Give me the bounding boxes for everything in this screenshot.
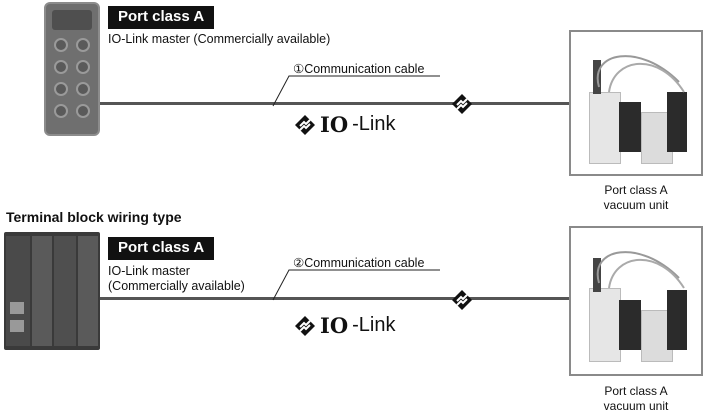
cable-label-leader-2 [272, 269, 440, 301]
logo-link-text: -Link [352, 314, 396, 336]
logo-io-text: IO [320, 112, 349, 137]
io-link-logo-icon [295, 315, 315, 336]
master-label: IO-Link master (Commercially available) [108, 32, 331, 46]
cable-label-leader [272, 75, 440, 107]
io-link-logo: IO-Link [294, 112, 395, 137]
logo-io-text: IO [320, 313, 349, 338]
io-link-master-block-device [44, 2, 100, 136]
io-link-master-terminal-device [4, 232, 100, 350]
unit-caption-line1: Port class A [604, 384, 668, 398]
master-label-line1: IO-Link master [108, 264, 190, 278]
logo-link-text: -Link [352, 113, 396, 135]
communication-cable-line-2 [100, 297, 570, 300]
io-link-connector-icon [452, 94, 472, 114]
unit-caption-2: Port class A vacuum unit [566, 384, 703, 414]
port-class-badge-2: Port class A [108, 237, 215, 260]
unit-caption-line2: vacuum unit [603, 399, 669, 413]
io-link-logo-icon [295, 114, 315, 135]
unit-caption-line2: vacuum unit [603, 198, 669, 212]
port-class-badge: Port class A [108, 6, 215, 29]
unit-caption-line1: Port class A [604, 183, 668, 197]
io-link-logo-2: IO-Link [294, 313, 395, 338]
unit-caption: Port class A vacuum unit [566, 183, 703, 213]
io-link-connector-icon [452, 290, 472, 310]
vacuum-unit-image-frame [569, 30, 703, 176]
cable-label-2: ②Communication cable [293, 256, 425, 270]
master-label-line2: (Commercially available) [108, 279, 245, 293]
cable-label: ①Communication cable [293, 62, 425, 76]
vacuum-unit-image-frame-2 [569, 226, 703, 376]
master-label-2: IO-Link master (Commercially available) [108, 264, 245, 294]
section-heading: Terminal block wiring type [6, 209, 182, 225]
communication-cable-line [100, 102, 570, 105]
